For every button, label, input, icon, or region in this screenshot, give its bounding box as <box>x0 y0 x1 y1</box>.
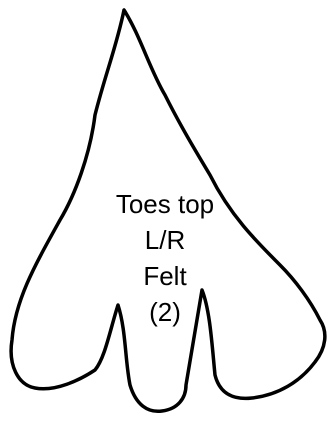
label-line-material: Felt <box>143 261 187 291</box>
label-line-side: L/R <box>144 225 186 255</box>
label-line-name: Toes top <box>115 189 215 219</box>
label-line-quantity: (2) <box>149 297 181 327</box>
pattern-label: Toes top L/R Felt (2) <box>90 186 240 330</box>
